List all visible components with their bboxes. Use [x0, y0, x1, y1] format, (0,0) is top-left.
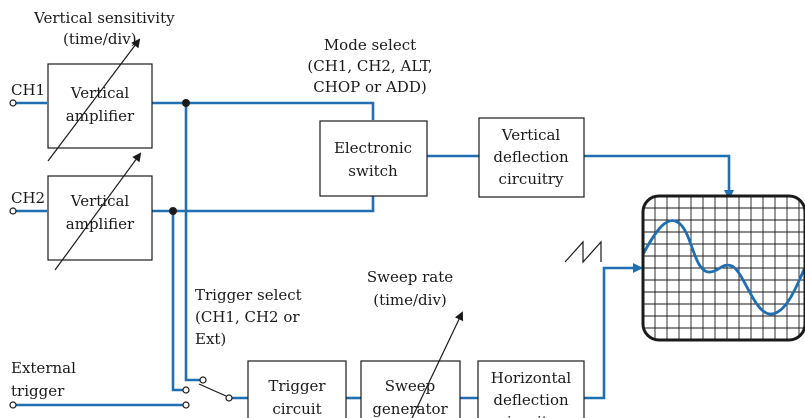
- trigger-select-label-l1: Trigger select: [195, 286, 302, 304]
- signal-wires: [15, 101, 734, 407]
- vertical-deflection-line3: circuitry: [499, 170, 564, 188]
- mode-select-label-l1: Mode select: [324, 36, 416, 54]
- vamp2-line2: amplifier: [66, 215, 135, 233]
- block-vertical-deflection: Vertical deflection circuitry: [478, 117, 585, 198]
- horizontal-deflection-line1: Horizontal: [491, 369, 572, 387]
- vamp1-box: [47, 63, 153, 149]
- external-trigger-label-l1: External: [11, 359, 76, 377]
- electronic-switch-box: [319, 120, 428, 197]
- trigger-select-switch: [182, 376, 233, 409]
- trigger-circuit-line2: circuit: [272, 400, 321, 418]
- vamp1-line2: amplifier: [66, 107, 135, 125]
- vamp2-box: [47, 175, 153, 261]
- switch-contact-ch1: [199, 376, 207, 384]
- trigger-select-label-l2: (CH1, CH2 or: [195, 308, 300, 326]
- vamp1-to-switch-wire: [152, 101, 375, 120]
- vertical-sensitivity-label-l2: (time/div): [63, 30, 137, 48]
- sweep-rate-label-l2: (time/div): [373, 291, 447, 309]
- mode-select-label-l3: CHOP or ADD): [313, 78, 426, 96]
- sweep-generator-box: [360, 360, 461, 418]
- vertical-deflection-box: [478, 117, 585, 198]
- block-trigger-circuit: Trigger circuit: [247, 360, 347, 418]
- ch1-junction-dot: [182, 99, 190, 107]
- horizontal-deflection-line3: circuitry: [499, 413, 564, 418]
- sweep-rate-label-l1: Sweep rate: [367, 268, 453, 286]
- electronic-switch-line1: Electronic: [334, 139, 412, 157]
- block-electronic-switch: Electronic switch: [319, 120, 428, 197]
- ch2-label: CH2: [11, 189, 45, 207]
- switch-contact-ch2: [182, 386, 190, 394]
- vamp2-line1: Vertical: [70, 192, 130, 210]
- external-trigger-label-l2: trigger: [11, 382, 65, 400]
- ch2-terminal: [9, 207, 17, 215]
- crt-waveform: [643, 219, 805, 316]
- sweep-rate-adjust-arrow: [411, 311, 464, 418]
- crt-screen: [641, 194, 805, 342]
- trigger-select-label-l3: Ext): [195, 330, 226, 348]
- hdeflection-to-crt-wire: [584, 263, 643, 400]
- vertical-deflection-line2: deflection: [493, 148, 569, 166]
- vamp1-adjust-arrow: [47, 38, 141, 162]
- trigger-circuit-line1: Trigger: [268, 377, 326, 395]
- vdeflection-to-crt-wire: [584, 154, 734, 200]
- sawtooth-icon: [564, 240, 602, 264]
- horizontal-deflection-box: [477, 360, 585, 418]
- vamp2-adjust-arrow: [54, 152, 142, 271]
- vertical-deflection-line1: Vertical: [501, 126, 561, 144]
- ch1-trigger-tap-wire: [184, 103, 200, 382]
- switch-common-contact: [225, 394, 233, 402]
- mode-select-label-l2: (CH1, CH2, ALT,: [307, 57, 432, 75]
- ch2-junction-dot: [169, 207, 177, 215]
- ch1-label: CH1: [11, 81, 45, 99]
- vamp2-to-switch-wire: [152, 196, 375, 213]
- external-trigger-terminal: [9, 401, 17, 409]
- block-vamp1: Vertical amplifier: [47, 38, 153, 162]
- crt-bezel: [641, 194, 805, 342]
- block-horizontal-deflection: Horizontal deflection circuitry: [477, 360, 585, 418]
- block-vamp2: Vertical amplifier: [47, 152, 153, 271]
- sweep-generator-line1: Sweep: [385, 377, 435, 395]
- sweep-generator-line2: generator: [372, 400, 448, 418]
- electronic-switch-line2: switch: [348, 162, 398, 180]
- switch-contact-ext: [182, 401, 190, 409]
- switch-arm: [198, 383, 227, 397]
- ch1-terminal: [9, 99, 17, 107]
- trigger-circuit-box: [247, 360, 347, 418]
- crt-grid: [643, 196, 805, 340]
- vertical-sensitivity-label-l1: Vertical sensitivity: [33, 9, 175, 27]
- horizontal-deflection-line2: deflection: [493, 391, 569, 409]
- block-sweep-generator: Sweep generator: [360, 311, 464, 418]
- ch2-trigger-tap-wire: [171, 211, 183, 392]
